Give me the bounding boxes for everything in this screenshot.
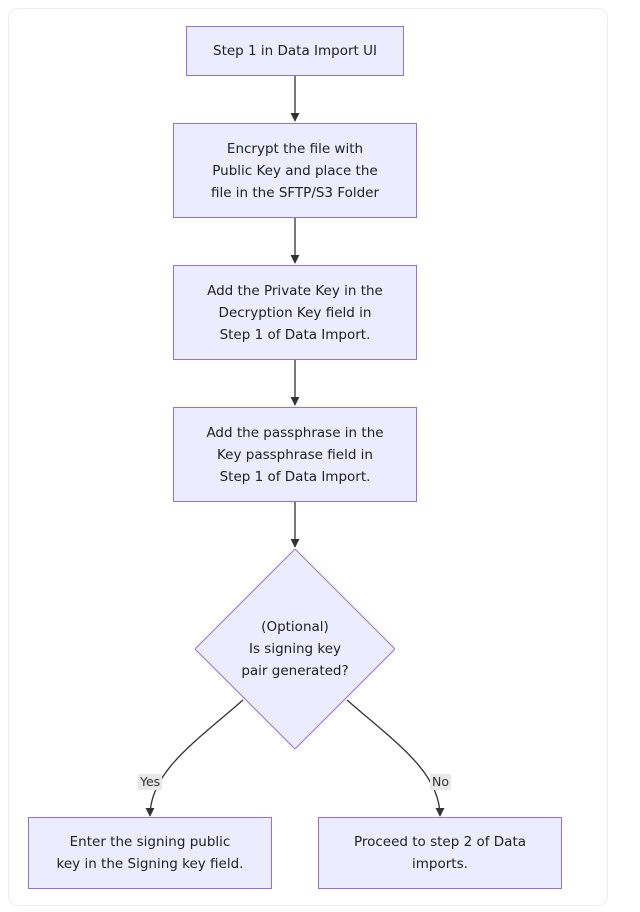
node-passphrase: Add the passphrase in the Key passphrase…: [173, 407, 417, 502]
decision-label: (Optional) Is signing key pair generated…: [241, 619, 349, 679]
edge-decision-yes: [145, 699, 244, 817]
node-signing: Enter the signing public key in the Sign…: [28, 817, 272, 889]
node-signing-label: Enter the signing public key in the Sign…: [56, 834, 244, 872]
decision-label-wrap: (Optional) Is signing key pair generated…: [195, 614, 395, 684]
node-proceed-label: Proceed to step 2 of Data imports.: [353, 834, 527, 872]
node-proceed: Proceed to step 2 of Data imports.: [318, 817, 562, 889]
node-step1: Step 1 in Data Import UI: [186, 26, 404, 76]
node-encrypt: Encrypt the file with Public Key and pla…: [173, 123, 417, 218]
node-passphrase-label: Add the passphrase in the Key passphrase…: [206, 424, 384, 485]
node-private-key-label: Add the Private Key in the Decryption Ke…: [207, 282, 383, 343]
node-private-key: Add the Private Key in the Decryption Ke…: [173, 265, 417, 360]
edge-decision-no: [346, 699, 445, 817]
edge-label-no: No: [430, 774, 451, 790]
edge-label-yes: Yes: [138, 774, 163, 790]
node-encrypt-label: Encrypt the file with Public Key and pla…: [210, 140, 380, 201]
node-step1-label: Step 1 in Data Import UI: [213, 43, 377, 59]
decision-diamond: [195, 549, 395, 749]
